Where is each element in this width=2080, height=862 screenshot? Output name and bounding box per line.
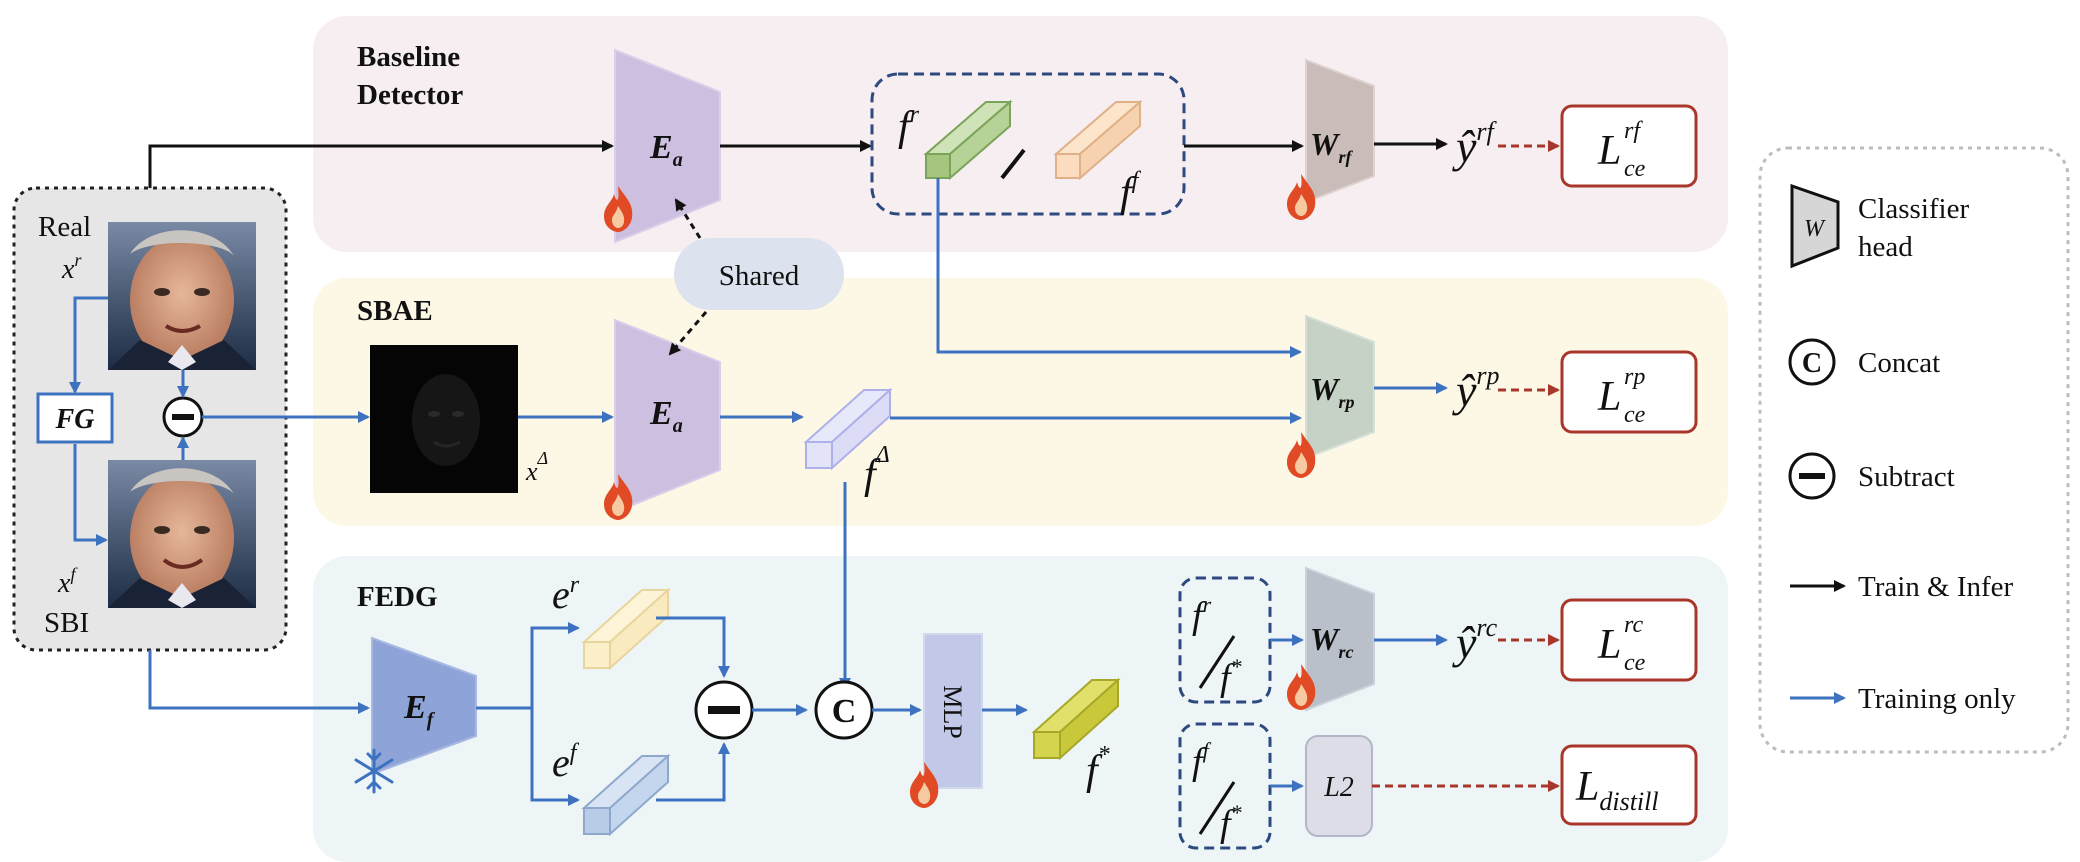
svg-text:Ea: Ea [649, 395, 683, 437]
output-yrp: ŷrp [1452, 361, 1500, 416]
shared-bubble [674, 238, 844, 310]
fraction-slash [1198, 781, 1236, 835]
svg-text:Ef: Ef [403, 689, 436, 731]
svg-text:rp: rp [1624, 364, 1645, 390]
shared-arrow-up [674, 198, 702, 239]
legend-subtract-label: Subtract [1858, 461, 1955, 493]
encoder-ea-baseline: Ea [614, 48, 721, 244]
input-to-ea-arrow [148, 140, 614, 188]
svg-text:rf: rf [1624, 118, 1643, 144]
er-label: er [552, 572, 580, 617]
fg-to-fake-arrow [73, 444, 108, 546]
loss-ce-rp: L rp ce [1560, 350, 1698, 434]
fg-box [36, 392, 114, 444]
svg-text:Wrf: Wrf [1310, 126, 1353, 167]
output-yrf: ŷrf [1452, 117, 1498, 172]
svg-text:L: L [1597, 622, 1621, 668]
classifier-head-wrp: Wrp [1305, 314, 1375, 460]
residual-var: xΔ [525, 448, 548, 486]
mlp-label: MLP [938, 685, 967, 738]
feature-separator [1000, 148, 1026, 180]
feature-ff-cuboid [1053, 99, 1143, 181]
legend-training-only-label: Training only [1858, 683, 2016, 715]
real-face-image [108, 222, 256, 370]
svg-text:L: L [1597, 374, 1621, 420]
er-to-subtract-arrow [656, 616, 730, 678]
ef-cuboid [581, 753, 671, 837]
loss-ce-rc: L rc ce [1560, 598, 1698, 682]
baseline-title-line2: Detector [357, 79, 463, 111]
ef-to-ef-arrow [530, 708, 580, 806]
svg-text:Wrc: Wrc [1310, 621, 1353, 662]
fg-label: FG [55, 404, 95, 435]
encoder-ea-sbae: Ea [614, 318, 721, 514]
svg-text:Ea: Ea [649, 129, 683, 171]
legend-subtract-icon [1788, 452, 1836, 500]
frozen-snowflake-icon [354, 748, 394, 794]
legend-train-infer-label: Train & Infer [1858, 571, 2014, 603]
svg-text:ce: ce [1624, 650, 1646, 676]
sbae-title: SBAE [357, 295, 433, 327]
subtract-op-fedg [694, 680, 754, 740]
features-box [870, 72, 1186, 216]
legend-box [1758, 146, 2070, 754]
real-to-fg-arrow [69, 296, 108, 394]
legend-classifier-label-1: Classifier [1858, 193, 1969, 225]
real-label: Real [38, 211, 91, 243]
sbi-label: SBI [44, 607, 89, 639]
svg-text:C: C [1802, 348, 1822, 379]
baseline-section-bg [313, 16, 1728, 252]
baseline-title-line1: Baseline [357, 41, 460, 73]
shared-arrow-down [668, 311, 708, 356]
fake-var: xf [57, 564, 78, 599]
feature-fr-cuboid [923, 99, 1013, 181]
svg-text:rc: rc [1624, 612, 1643, 638]
legend-concat-icon: C [1788, 338, 1836, 386]
svg-text:ce: ce [1624, 402, 1646, 428]
ef-to-er-arrow [476, 622, 580, 710]
input-to-ef-arrow [148, 650, 370, 714]
concat-op: C [814, 680, 874, 740]
fraction-slash [1198, 635, 1236, 689]
legend-classifier-icon: W [1790, 183, 1840, 269]
fake-face-image [108, 460, 256, 608]
l2-label: L2 [1323, 772, 1354, 803]
ef-feat-label: ef [552, 740, 580, 785]
classifier-head-wrc: Wrc [1305, 566, 1375, 712]
loss-ce-rf: L rf ce [1560, 104, 1698, 188]
legend-concat-label: Concat [1858, 347, 1940, 379]
shared-label: Shared [719, 260, 800, 292]
fedg-title: FEDG [357, 581, 438, 613]
legend-classifier-label-2: head [1858, 231, 1913, 263]
feature-fstar-cuboid [1031, 677, 1121, 761]
residual-image [370, 345, 518, 493]
loss-distill: Ldistill [1560, 744, 1698, 826]
encoder-ef: Ef [371, 636, 477, 776]
classifier-head-wrf: Wrf [1305, 58, 1375, 204]
svg-text:C: C [832, 693, 857, 730]
svg-text:ce: ce [1624, 156, 1646, 182]
output-yrc: ŷrc [1452, 613, 1498, 668]
er-cuboid [581, 587, 671, 671]
ef-to-subtract-arrow [656, 742, 730, 802]
sbae-section-bg [313, 278, 1728, 526]
feature-fdelta-cuboid [803, 387, 893, 471]
subtract-op-input [162, 396, 204, 438]
svg-text:Ldistill: Ldistill [1575, 764, 1659, 816]
real-var: xr [61, 250, 82, 285]
svg-text:L: L [1597, 128, 1621, 174]
fr-to-wrp-arrow [936, 178, 1302, 358]
svg-text:Wrp: Wrp [1310, 371, 1354, 412]
svg-text:W: W [1804, 216, 1826, 242]
